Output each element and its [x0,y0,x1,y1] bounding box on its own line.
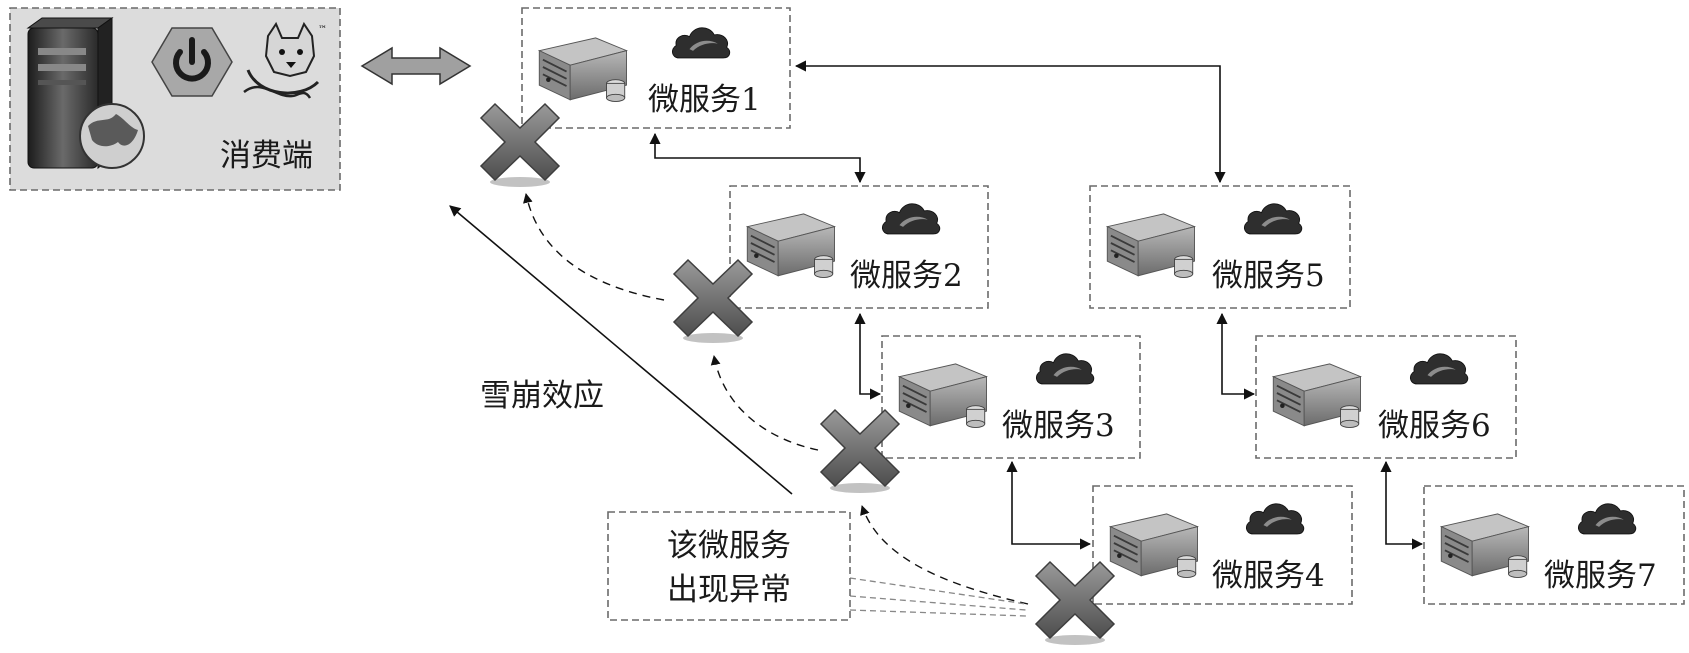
avalanche-label: 雪崩效应 [480,378,604,414]
connector-5-6 [1216,312,1256,400]
callout-line-2: 出现异常 [667,572,791,608]
service-label: 微服务4 [1212,558,1325,594]
callout-box: 该微服务 出现异常 [607,511,1027,621]
tomcat-icon: ™ [243,21,327,99]
service-label: 微服务7 [1544,558,1657,594]
propagation-arrow-3-to-2 [710,355,819,451]
service-label: 微服务2 [850,258,963,294]
tower-server-icon [26,17,145,170]
connector-1-2 [649,132,866,184]
service-box-6: 微服务6 [1255,335,1517,459]
propagation-arrow-2-to-1 [523,193,665,301]
connector-3-4 [1006,460,1092,550]
connector-1-5 [794,60,1226,184]
service-box-1: 微服务1 [521,7,791,129]
connectors [649,60,1424,550]
service-box-2: 微服务2 [729,185,989,309]
connector-2-3 [854,312,882,400]
avalanche-arrow [449,205,793,495]
callout-line-1: 该微服务 [667,528,791,564]
x-mark-icon [480,103,560,188]
service-box-5: 微服务5 [1089,185,1351,309]
service-label: 微服务3 [1002,408,1115,444]
propagation-arrows [523,193,1029,605]
service-box-7: 微服务7 [1423,485,1685,605]
service-box-3: 微服务3 [881,335,1141,459]
service-label: 微服务5 [1212,258,1325,294]
service-label: 微服务1 [648,82,761,118]
service-box-4: 微服务4 [1092,485,1353,605]
bidirectional-arrow [360,46,472,86]
connector-6-7 [1380,460,1424,550]
power-icon [151,27,233,97]
service-label: 微服务6 [1378,408,1491,444]
consumer-box: ™ 消费端 [9,7,341,191]
propagation-arrow-4-to-3 [860,505,1029,605]
consumer-label: 消费端 [220,138,313,174]
svg-text:™: ™ [318,25,327,35]
